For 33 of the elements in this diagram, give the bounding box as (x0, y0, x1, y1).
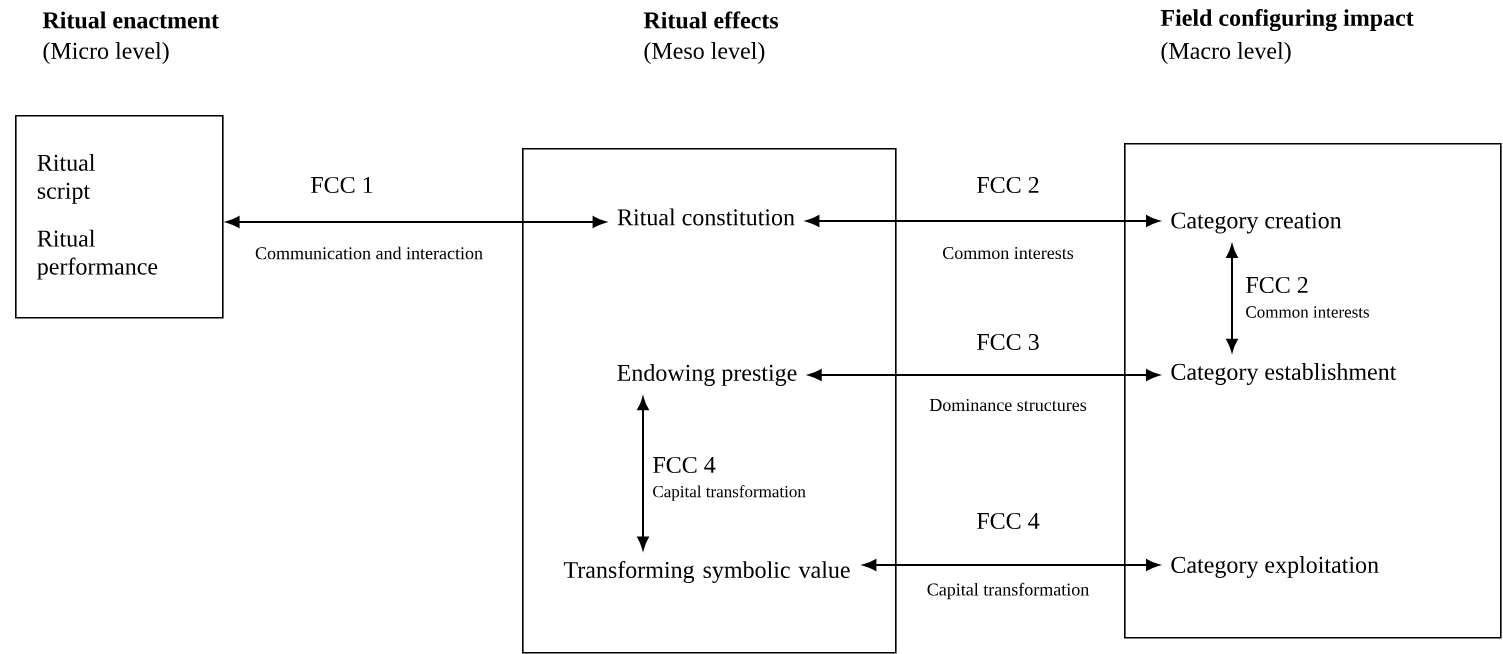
box-text: Category creation (1171, 212, 1342, 234)
column-heading: Ritual enactment (40, 9, 222, 31)
edge-label: FCC 2 (1243, 274, 1311, 296)
column-heading: Ritual effects (641, 9, 781, 31)
level-label: (Micro level) (40, 40, 172, 66)
edge-note: Dominance structures (927, 396, 1089, 414)
edge-note: Capital transformation (924, 580, 1092, 602)
arrow (808, 369, 1160, 381)
arrow (637, 397, 649, 550)
arrow (226, 216, 606, 228)
edge-note: Common interests (940, 244, 1076, 262)
edge-label: FCC 1 (308, 174, 376, 196)
framed-box (522, 148, 897, 654)
edge-note: Capital transformation (650, 483, 808, 503)
arrow (863, 559, 1160, 571)
edge-label: FCC 4 (974, 510, 1042, 532)
edge-note: Communication and interaction (253, 244, 485, 262)
level-label: (Meso level) (641, 40, 768, 66)
level-label: (Macro level) (1158, 40, 1294, 66)
arrow (1226, 244, 1238, 352)
edge-label: FCC 3 (974, 331, 1042, 353)
arrow (806, 215, 1160, 227)
edge-note: Common interests (1243, 304, 1372, 320)
box-text: Transforming symbolic value (563, 560, 850, 584)
framed-box (1124, 143, 1502, 639)
box-text: Category exploitation (1171, 556, 1379, 578)
box-text: Endowing prestige (617, 364, 797, 386)
edge-label: FCC 2 (974, 174, 1042, 196)
column-heading: Field configuring impact (1158, 6, 1416, 34)
framed-box: Ritual script Ritual performance (15, 115, 224, 319)
box-text: Category establishment (1171, 363, 1397, 385)
edge-label: FCC 4 (650, 454, 718, 476)
box-text: Ritual constitution (617, 208, 795, 226)
